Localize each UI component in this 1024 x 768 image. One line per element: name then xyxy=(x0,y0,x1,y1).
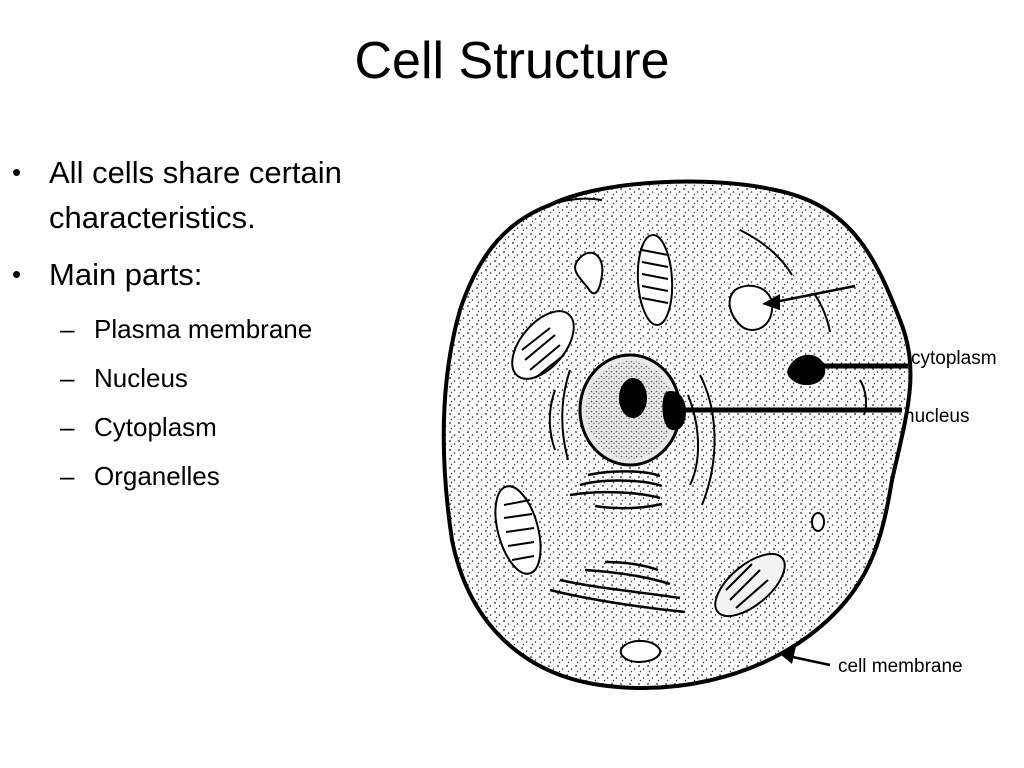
dash-icon: – xyxy=(60,363,75,393)
sub-bullet-item: – Plasma membrane xyxy=(0,305,420,354)
slide-title: Cell Structure xyxy=(354,32,670,90)
cell-membrane-outline xyxy=(441,179,913,690)
sub-bullet-text: Organelles xyxy=(94,461,220,491)
bullet-text-line: All cells share certain xyxy=(49,155,342,190)
sub-bullet-list: – Plasma membrane – Nucleus – Cytoplasm … xyxy=(0,305,420,501)
dash-icon: – xyxy=(60,412,75,442)
cell-membrane-label: cell membrane xyxy=(838,656,963,677)
golgi-apparatus-shape xyxy=(569,470,663,510)
bullet-text: Main parts: xyxy=(49,257,203,292)
cell-diagram: cytoplasm nucleus cell membrane xyxy=(430,160,1024,720)
nucleus-pointer xyxy=(662,390,902,431)
mitochondrion-shape xyxy=(494,485,542,575)
vacuole-shape xyxy=(619,639,662,663)
mitochondrion-shape xyxy=(511,310,575,380)
vacuole-shape xyxy=(728,284,774,331)
golgi-apparatus-shape xyxy=(549,560,686,614)
bullet-list: • All cells share certain characteristic… xyxy=(0,150,420,501)
mitochondrion-shape xyxy=(636,234,674,326)
cell-membrane-pointer xyxy=(780,646,831,667)
sub-bullet-item: – Organelles xyxy=(0,452,420,501)
sub-bullet-item: – Cytoplasm xyxy=(0,403,420,452)
vacuole-shape xyxy=(811,512,825,532)
dash-icon: – xyxy=(60,314,75,344)
cytoplasm-label: cytoplasm xyxy=(911,348,997,369)
endoplasmic-reticulum-shape xyxy=(548,197,868,506)
dash-icon: – xyxy=(60,461,75,491)
sub-bullet-text: Plasma membrane xyxy=(94,314,313,344)
bullet-dot-icon: • xyxy=(12,259,22,289)
vacuole-shape xyxy=(574,251,604,295)
bullet-dot-icon: • xyxy=(12,157,22,187)
sub-bullet-text: Cytoplasm xyxy=(94,412,217,442)
mitochondrion-shape xyxy=(714,552,786,618)
sub-bullet-item: – Nucleus xyxy=(0,354,420,403)
bullet-item: • Main parts: xyxy=(0,252,420,297)
bullet-item: • All cells share certain characteristic… xyxy=(0,150,420,240)
sub-bullet-text: Nucleus xyxy=(94,363,188,393)
nucleus-label: nucleus xyxy=(904,406,970,427)
cytoplasm-pointer xyxy=(762,284,908,386)
nucleus-shape xyxy=(578,353,682,467)
bullet-text-line: characteristics. xyxy=(49,200,256,235)
